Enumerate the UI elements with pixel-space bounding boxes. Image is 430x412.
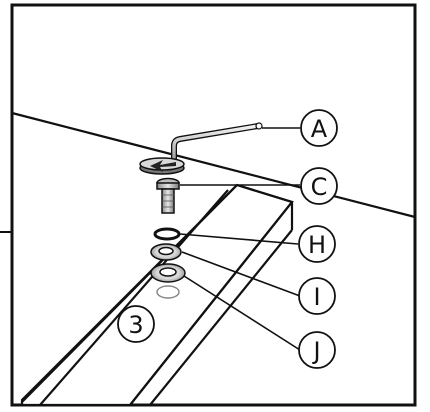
callout-A: A <box>300 109 338 147</box>
leader-lines <box>179 127 301 351</box>
step-number: 3 <box>128 311 143 339</box>
rotate-arrow-icon <box>150 160 176 172</box>
callout-H: H <box>298 225 336 263</box>
callout-C: C <box>300 167 338 205</box>
callout-label-I: I <box>313 283 320 311</box>
bolt <box>156 177 180 214</box>
leader-I <box>181 251 301 297</box>
leader-H <box>179 233 299 245</box>
flat-washer-small <box>150 243 182 261</box>
allen-key <box>171 122 263 165</box>
callout-label-J: J <box>311 337 320 365</box>
bolt-hole <box>156 285 180 299</box>
callout-label-A: A <box>311 115 328 143</box>
rail-beam <box>20 183 294 407</box>
callout-J: J <box>298 331 336 369</box>
spring-washer <box>153 227 181 241</box>
callout-label-H: H <box>308 231 326 259</box>
leader-J <box>183 275 301 351</box>
callout-label-C: C <box>311 173 328 201</box>
floor-edge-line <box>11 111 416 219</box>
frame-border <box>10 3 417 407</box>
bolt-cap <box>139 157 185 175</box>
step-number-badge: 3 <box>117 305 155 343</box>
flat-washer-large <box>150 263 186 283</box>
callout-I: I <box>298 277 336 315</box>
